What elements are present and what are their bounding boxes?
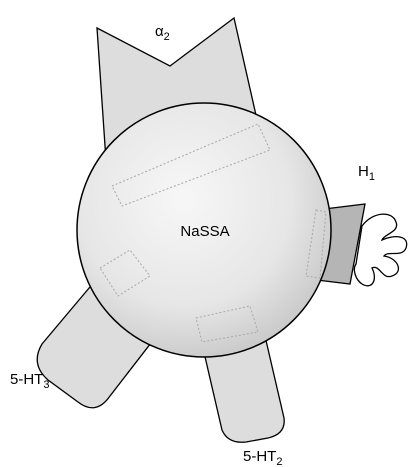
h1-label-main: H (358, 163, 369, 180)
h1-label: H1 (358, 163, 375, 183)
h1-label-sub: 1 (369, 171, 375, 183)
alpha2-label-sub: 2 (164, 31, 170, 43)
ht2-label-sub: 2 (276, 456, 282, 467)
alpha2-label: α2 (155, 23, 170, 43)
ht2-label-main: 5-HT (243, 448, 276, 465)
ht3-label-main: 5-HT (10, 371, 43, 388)
ht2-label: 5-HT2 (243, 448, 282, 467)
alpha2-label-greek: α (155, 23, 164, 40)
ht3-label-sub: 3 (43, 379, 49, 391)
h1-wavy-shape (354, 214, 406, 286)
center-label: NaSSA (180, 223, 229, 240)
